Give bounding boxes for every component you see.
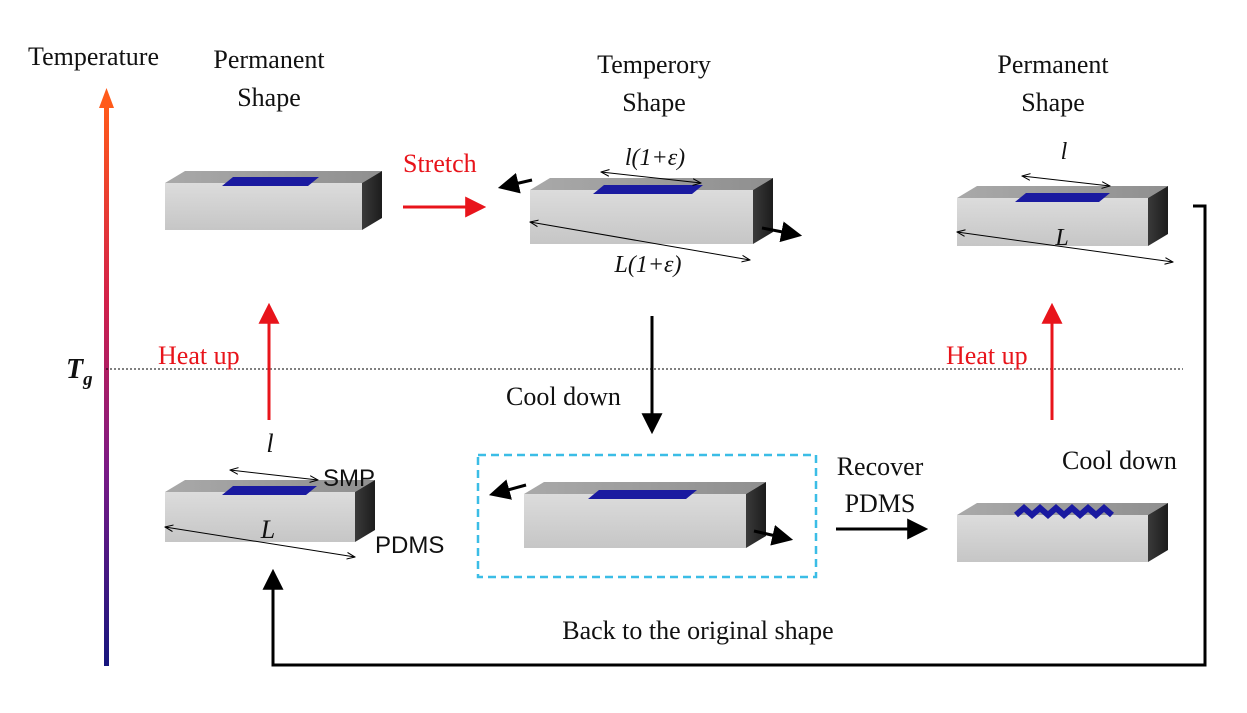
wrinkled-smp-strip [1014,504,1114,519]
svg-text:Shape: Shape [622,88,686,117]
svg-text:Temperory: Temperory [597,50,711,79]
pull-arrow-left [497,172,533,194]
dim-label-L-right: L [1054,225,1068,251]
slab-wrinkled [957,503,1168,562]
recover-label-line1: Recover [837,452,924,481]
dim-arrow-L-stretched [530,222,750,260]
cool-down-label-center: Cool down [506,382,621,411]
tg-label: Tg [66,354,93,390]
svg-text:Permanent: Permanent [997,50,1109,79]
slab-permanent-top-left [165,171,382,230]
stage-title-permanent-left: Permanent Shape [213,45,325,112]
stage-title-permanent-right: Permanent Shape [997,50,1109,117]
svg-text:Shape: Shape [237,83,301,112]
pull-arrow-left-cooled [488,479,527,500]
dim-label-L-left: L [260,515,275,544]
smp-strip [222,486,317,495]
svg-text:Shape: Shape [1021,88,1085,117]
dim-arrow-l-left [230,470,318,480]
slab-temporary-stretched [530,178,773,244]
dashed-highlight-box [476,453,818,579]
cool-down-label-right: Cool down [1062,446,1177,475]
pull-arrow-right-cooled [753,525,794,546]
smp-strip-stretched [588,490,697,499]
temperature-axis [99,88,114,666]
stage-title-temporary: Temperory Shape [597,50,711,117]
pull-arrow-right [761,221,803,243]
dim-label-l-stretched: l(1+ε) [625,145,685,171]
dim-arrow-L-right [957,232,1173,262]
dim-arrow-l-stretched [601,172,701,183]
smp-label: SMP [323,465,375,492]
return-loop-line [262,204,1207,667]
smp-strip [1015,193,1110,202]
slab-cooled-stretched [524,482,766,548]
heat-up-label-right: Heat up [946,341,1028,370]
smp-strip [222,177,319,186]
back-to-original-label: Back to the original shape [562,616,833,645]
pdms-label: PDMS [375,532,444,559]
dim-label-l-right: l [1061,139,1068,165]
dim-label-l-left: l [266,429,273,458]
heat-up-label-left: Heat up [158,341,240,370]
recover-label-line2: PDMS [845,489,916,518]
stretch-label: Stretch [403,149,477,178]
dim-arrow-L-left [165,527,355,557]
smp-strip-stretched [593,185,703,194]
svg-text:Permanent: Permanent [213,45,325,74]
dim-label-L-stretched: L(1+ε) [614,252,682,278]
temperature-label: Temperature [28,42,159,71]
axis-arrowhead-icon [99,88,114,108]
dim-arrow-l-right [1022,176,1110,186]
